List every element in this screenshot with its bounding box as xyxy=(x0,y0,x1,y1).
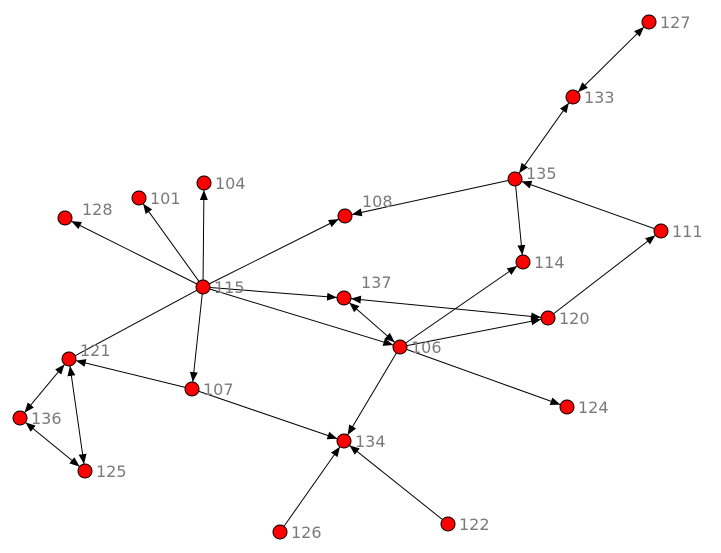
node-circle-128[interactable] xyxy=(57,210,73,226)
edge-106-120 xyxy=(406,317,542,347)
edge-106-137 xyxy=(348,302,396,343)
edge-135-114 xyxy=(515,185,526,256)
node-circle-135[interactable] xyxy=(507,171,523,187)
edge-121-136 xyxy=(24,364,65,413)
edge-122-134 xyxy=(349,444,443,521)
edge-135-133 xyxy=(518,102,570,174)
node-label-125: 125 xyxy=(96,462,127,481)
edge-107-121 xyxy=(75,359,186,388)
node-label-124: 124 xyxy=(578,398,609,417)
edge-106-114 xyxy=(405,265,518,344)
node-124[interactable]: 124 xyxy=(559,398,609,417)
node-121[interactable]: 121 xyxy=(61,341,111,367)
node-122[interactable]: 122 xyxy=(440,515,490,534)
node-circle-124[interactable] xyxy=(559,399,575,415)
edge-106-134 xyxy=(347,352,397,436)
edge-120-137 xyxy=(350,295,542,321)
node-label-122: 122 xyxy=(459,515,490,534)
node-circle-121[interactable] xyxy=(61,351,77,367)
node-circle-111[interactable] xyxy=(653,223,669,239)
node-circle-101[interactable] xyxy=(131,190,147,206)
node-126[interactable]: 126 xyxy=(272,523,322,542)
edge-135-108 xyxy=(351,180,509,217)
edge-115-137 xyxy=(209,287,338,301)
node-circle-122[interactable] xyxy=(440,516,456,532)
node-circle-115[interactable] xyxy=(195,279,211,295)
edges-layer xyxy=(24,26,656,527)
edge-115-101 xyxy=(142,203,200,282)
node-label-136: 136 xyxy=(31,409,62,428)
node-circle-134[interactable] xyxy=(336,433,352,449)
edge-115-108 xyxy=(209,218,339,285)
node-label-106: 106 xyxy=(411,338,442,357)
node-circle-108[interactable] xyxy=(337,208,353,224)
node-108[interactable]: 108 xyxy=(337,192,393,224)
node-label-108: 108 xyxy=(362,192,393,211)
node-label-114: 114 xyxy=(534,253,565,272)
node-circle-120[interactable] xyxy=(540,310,556,326)
node-127[interactable]: 127 xyxy=(641,13,691,32)
node-label-107: 107 xyxy=(203,380,234,399)
node-label-126: 126 xyxy=(291,523,322,542)
edge-126-134 xyxy=(283,446,341,527)
edge-115-107 xyxy=(189,293,203,383)
node-circle-136[interactable] xyxy=(12,410,28,426)
node-134[interactable]: 134 xyxy=(336,432,386,451)
nodes-layer: 127 133 135 108 111 114 101 104 128 115 137 120 106 1… xyxy=(12,13,703,542)
node-circle-125[interactable] xyxy=(77,463,93,479)
node-115[interactable]: 115 xyxy=(195,278,245,297)
node-106[interactable]: 106 xyxy=(392,338,442,357)
node-111[interactable]: 111 xyxy=(653,222,703,241)
node-circle-107[interactable] xyxy=(184,381,200,397)
node-label-135: 135 xyxy=(526,164,557,183)
node-circle-114[interactable] xyxy=(515,254,531,270)
node-label-127: 127 xyxy=(660,13,691,32)
edge-106-124 xyxy=(406,348,561,406)
node-120[interactable]: 120 xyxy=(540,309,590,328)
node-label-111: 111 xyxy=(672,222,703,241)
node-label-104: 104 xyxy=(215,174,246,193)
node-circle-126[interactable] xyxy=(272,524,288,540)
node-137[interactable]: 137 xyxy=(336,273,392,306)
node-104[interactable]: 104 xyxy=(196,174,246,193)
node-101[interactable]: 101 xyxy=(131,189,181,208)
node-circle-127[interactable] xyxy=(641,14,657,30)
node-label-121: 121 xyxy=(80,341,111,360)
edge-133-127 xyxy=(577,26,645,93)
edge-136-125 xyxy=(25,422,80,467)
node-114[interactable]: 114 xyxy=(515,253,565,272)
node-107[interactable]: 107 xyxy=(184,380,234,399)
edge-120-111 xyxy=(553,234,656,315)
node-135[interactable]: 135 xyxy=(507,164,557,187)
node-label-134: 134 xyxy=(355,432,386,451)
edge-111-135 xyxy=(521,180,655,230)
node-label-101: 101 xyxy=(150,189,181,208)
node-128[interactable]: 128 xyxy=(57,200,113,226)
node-circle-133[interactable] xyxy=(565,89,581,105)
node-label-137: 137 xyxy=(361,273,392,292)
node-circle-104[interactable] xyxy=(196,175,212,191)
edge-121-125 xyxy=(67,365,87,465)
node-label-128: 128 xyxy=(82,200,113,219)
edge-115-104 xyxy=(199,189,208,281)
node-label-120: 120 xyxy=(559,309,590,328)
node-label-115: 115 xyxy=(214,278,245,297)
edge-107-134 xyxy=(198,390,338,440)
node-circle-137[interactable] xyxy=(336,290,352,306)
node-136[interactable]: 136 xyxy=(12,409,62,428)
edge-115-128 xyxy=(71,220,197,285)
node-label-133: 133 xyxy=(584,88,615,107)
node-125[interactable]: 125 xyxy=(77,462,127,481)
node-circle-106[interactable] xyxy=(392,339,408,355)
node-133[interactable]: 133 xyxy=(565,88,615,107)
edge-115-121 xyxy=(74,289,198,357)
